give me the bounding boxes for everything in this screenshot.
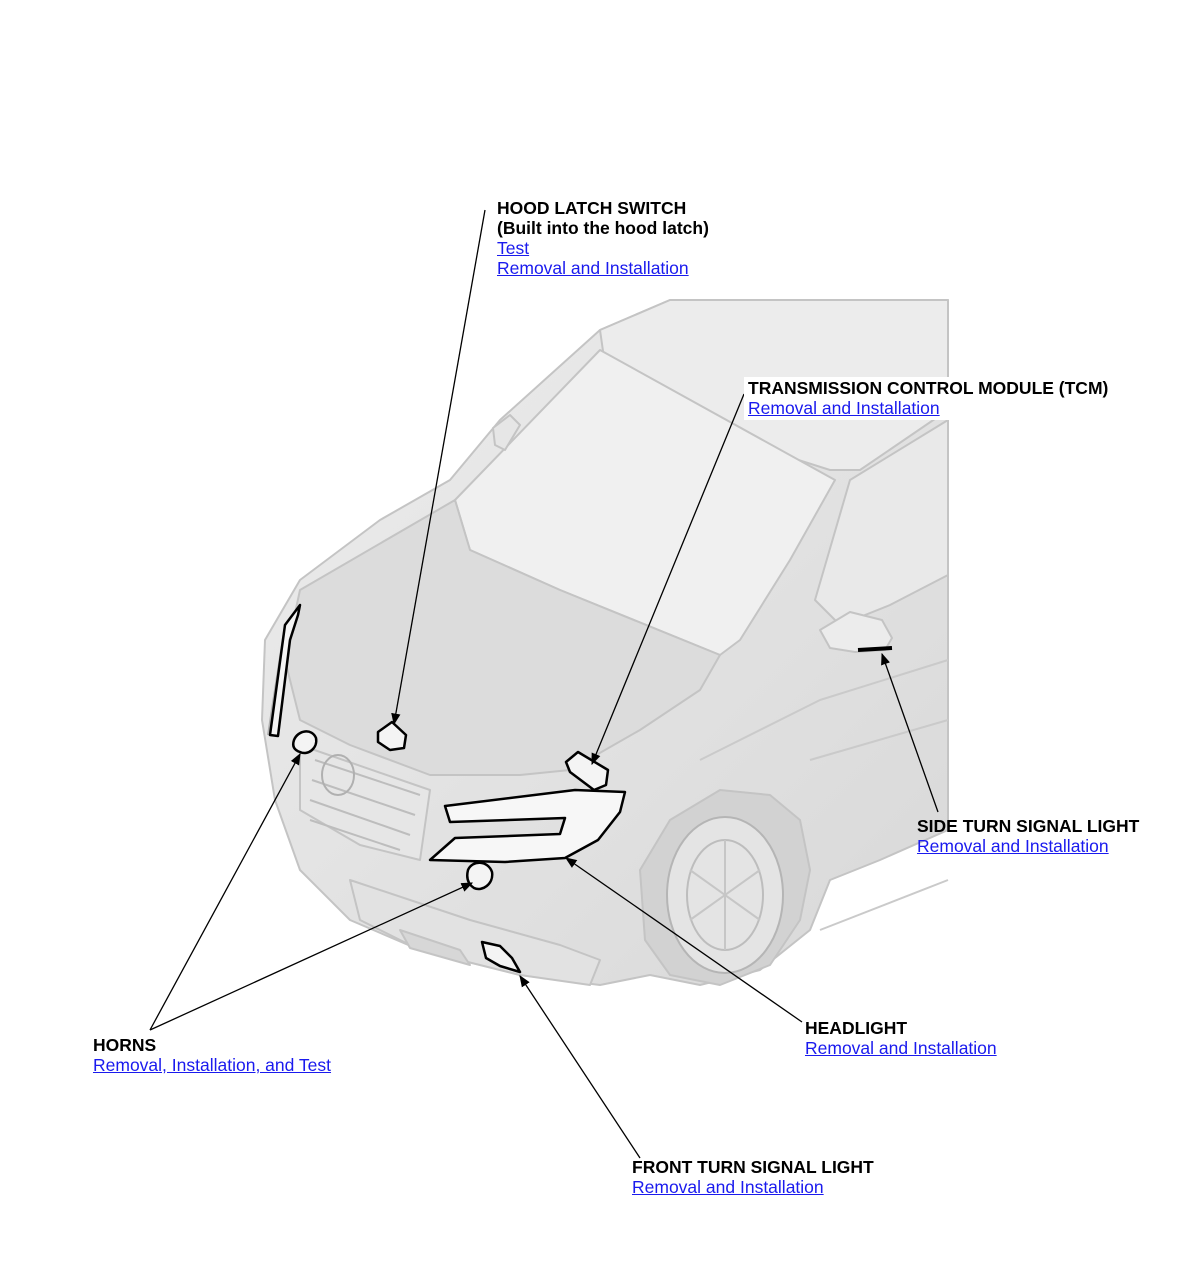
- vehicle-bumper: [349, 879, 601, 986]
- leader-horn-right: [149, 882, 474, 1031]
- headlight-removal-link[interactable]: Removal and Installation: [805, 1038, 997, 1058]
- horns-removal-link[interactable]: Removal, Installation, and Test: [93, 1055, 332, 1075]
- horns-title: HORNS: [93, 1035, 157, 1055]
- tcm-title: TRANSMISSION CONTROL MODULE (TCM): [748, 378, 1109, 398]
- front-turn-signal-removal-link[interactable]: Removal and Installation: [632, 1177, 824, 1197]
- front-turn-signal-part: [480, 940, 522, 974]
- leader-lines: [149, 209, 939, 1159]
- hood-latch-switch-subtitle: (Built into the hood latch): [497, 218, 709, 238]
- vehicle-side-mirror: [819, 611, 893, 653]
- hood-latch-switch-test-link[interactable]: Test: [497, 238, 530, 258]
- callout-front-turn-signal: FRONT TURN SIGNAL LIGHT Removal and Inst…: [632, 1157, 874, 1197]
- leader-front-turn-signal: [519, 975, 641, 1159]
- hood-latch-switch-title: HOOD LATCH SWITCH: [497, 198, 687, 218]
- tcm-part: [564, 750, 610, 792]
- vehicle-side-window: [814, 419, 949, 626]
- callout-side-turn-signal: SIDE TURN SIGNAL LIGHT Removal and Insta…: [917, 816, 1139, 856]
- leader-tcm: [591, 393, 745, 766]
- side-turn-signal-removal-link[interactable]: Removal and Installation: [917, 836, 1109, 856]
- horn-left-part: [292, 730, 318, 755]
- horn-right-part: [466, 861, 494, 891]
- headlight-part: [428, 788, 627, 864]
- vehicle-hood: [284, 499, 721, 776]
- callout-headlight: HEADLIGHT Removal and Installation: [805, 1018, 997, 1058]
- side-turn-signal-title: SIDE TURN SIGNAL LIGHT: [917, 816, 1140, 836]
- vehicle-illustration: [261, 299, 949, 986]
- hood-latch-switch-removal-link[interactable]: Removal and Installation: [497, 258, 689, 278]
- callout-horns: HORNS Removal, Installation, and Test: [93, 1035, 331, 1075]
- front-turn-signal-title: FRONT TURN SIGNAL LIGHT: [632, 1157, 874, 1177]
- callout-tcm: TRANSMISSION CONTROL MODULE (TCM) Remova…: [744, 377, 1113, 420]
- headlight-title: HEADLIGHT: [805, 1018, 908, 1038]
- side-turn-signal-part: [857, 646, 893, 652]
- leader-side-turn-signal: [881, 652, 939, 813]
- callout-hood-latch-switch: HOOD LATCH SWITCH (Built into the hood l…: [497, 198, 709, 278]
- leader-horn-left: [149, 752, 301, 1031]
- component-highlights: [268, 603, 893, 974]
- tcm-removal-link[interactable]: Removal and Installation: [748, 398, 940, 418]
- leader-hood-latch: [391, 209, 486, 726]
- left-headlight-edge: [268, 603, 302, 738]
- leader-headlight: [565, 857, 803, 1023]
